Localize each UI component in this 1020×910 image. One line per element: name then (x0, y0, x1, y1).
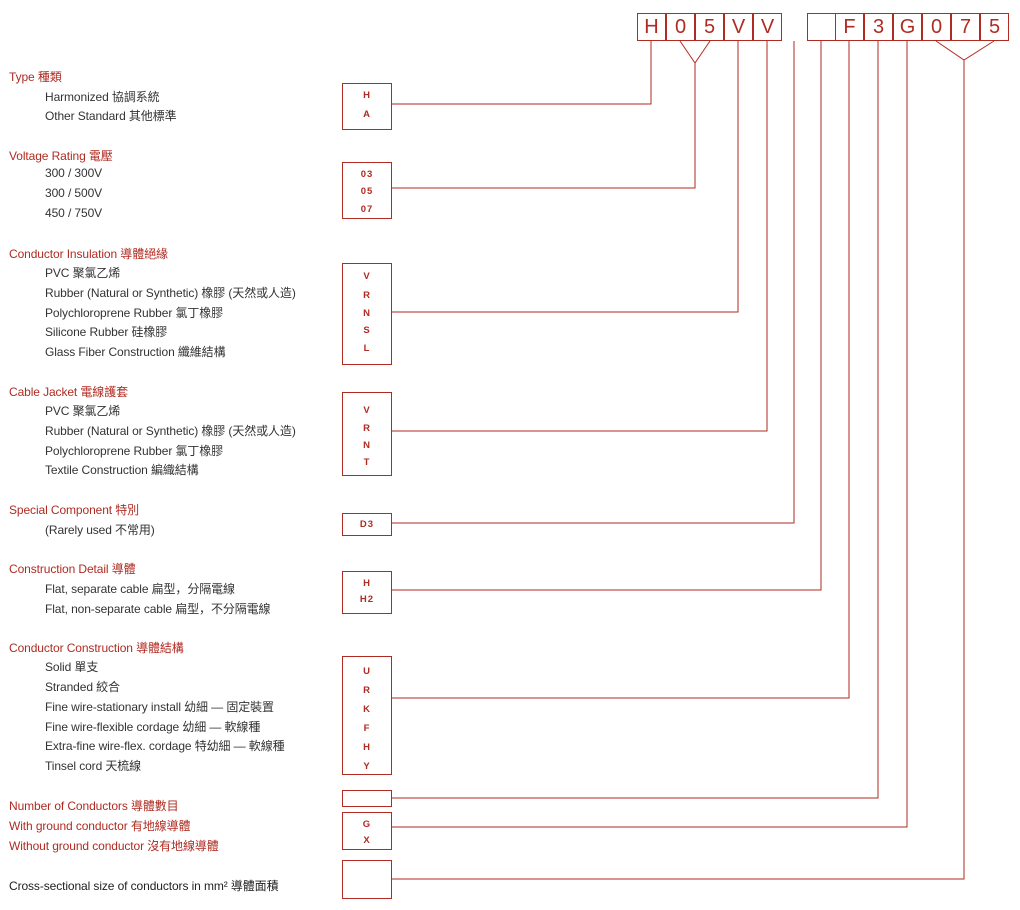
code-char: 5 (980, 13, 1009, 41)
code-box-jacket: V R N T (342, 392, 392, 476)
code-char: 3 (864, 13, 893, 41)
code-char: G (893, 13, 922, 41)
item-ground: With ground conductor 有地線導體 (9, 819, 191, 833)
code-value: G (362, 819, 372, 830)
code-char: 7 (951, 13, 980, 41)
code-value: H (363, 578, 371, 589)
item-insulation: Silicone Rubber 硅橡膠 (45, 325, 168, 339)
heading-voltage: Voltage Rating 電壓 (9, 149, 113, 163)
connector-cross-section (935, 40, 995, 61)
heading-insulation: Conductor Insulation 導體絕緣 (9, 247, 168, 261)
code-value: F (363, 723, 371, 734)
heading-conductor-construction: Conductor Construction 導體結構 (9, 641, 184, 655)
code-box-cross-section (342, 860, 392, 899)
code-value: A (363, 109, 371, 120)
item-ground: Without ground conductor 沒有地線導體 (9, 839, 219, 853)
connector-number-conductors (392, 41, 879, 799)
item-insulation: Rubber (Natural or Synthetic) 橡膠 (天然或人造) (45, 286, 296, 300)
connector-voltage-line (392, 63, 696, 189)
item-insulation: Glass Fiber Construction 纖維結構 (45, 345, 226, 359)
code-value: H (363, 90, 371, 101)
code-value: D3 (359, 519, 375, 530)
code-value: V (363, 405, 371, 416)
code-value: H (363, 742, 371, 753)
code-value: L (363, 343, 371, 354)
code-char: F (835, 13, 864, 41)
connector-conductor-construction (392, 41, 850, 699)
code-value: K (363, 704, 371, 715)
code-box-ground: G X (342, 812, 392, 850)
code-char: 0 (922, 13, 951, 41)
code-box-insulation: V R N S L (342, 263, 392, 365)
code-value: 05 (360, 186, 374, 197)
code-value: R (363, 290, 371, 301)
code-char: V (753, 13, 782, 41)
code-value: N (363, 308, 371, 319)
code-box-special: D3 (342, 513, 392, 536)
item-voltage: 300 / 500V (45, 186, 103, 200)
item-jacket: Polychloroprene Rubber 氯丁橡膠 (45, 444, 224, 458)
heading-number-conductors: Number of Conductors 導體數目 (9, 799, 179, 813)
code-box-construction-detail: H H2 (342, 571, 392, 614)
item-construction-detail: Flat, separate cable 扁型，分隔電線 (45, 582, 235, 596)
code-box-type: H A (342, 83, 392, 130)
item-jacket: Rubber (Natural or Synthetic) 橡膠 (天然或人造) (45, 424, 296, 438)
connector-special (392, 41, 795, 524)
item-conductor-construction: Extra-fine wire-flex. cordage 特幼細 — 軟線種 (45, 739, 285, 753)
code-value: 03 (360, 169, 374, 180)
code-value: R (363, 423, 371, 434)
connector-jacket (392, 41, 768, 432)
item-insulation: PVC 聚氯乙烯 (45, 266, 121, 280)
code-box-voltage: 03 05 07 (342, 162, 392, 219)
code-box-number-conductors (342, 790, 392, 807)
connector-construction-detail (392, 41, 822, 591)
code-value: H2 (359, 594, 375, 605)
item-special: (Rarely used 不常用) (45, 523, 155, 537)
code-value: V (363, 271, 371, 282)
code-value: U (363, 666, 371, 677)
item-conductor-construction: Fine wire-stationary install 幼細 — 固定裝置 (45, 700, 274, 714)
item-conductor-construction: Stranded 絞合 (45, 680, 120, 694)
code-char: 0 (666, 13, 695, 41)
item-conductor-construction: Fine wire-flexible cordage 幼細 — 軟線種 (45, 720, 261, 734)
heading-special: Special Component 特別 (9, 503, 140, 517)
code-value: 07 (360, 204, 374, 215)
item-voltage: 450 / 750V (45, 206, 103, 220)
code-value: S (363, 325, 371, 336)
code-box-conductor-construction: U R K F H Y (342, 656, 392, 775)
code-value: Y (363, 761, 371, 772)
connector-cross-section-line (392, 60, 965, 880)
item-type: Harmonized 協調系統 (45, 90, 160, 104)
heading-jacket: Cable Jacket 電線護套 (9, 385, 129, 399)
item-type: Other Standard 其他標準 (45, 109, 177, 123)
code-value: R (363, 685, 371, 696)
connector-type (392, 41, 652, 105)
code-char: H (637, 13, 666, 41)
item-conductor-construction: Solid 單支 (45, 660, 99, 674)
code-value: N (363, 440, 371, 451)
label-cross-section: Cross-sectional size of conductors in mm… (9, 879, 279, 893)
item-jacket: Textile Construction 編織結構 (45, 463, 199, 477)
item-voltage: 300 / 300V (45, 166, 103, 180)
item-jacket: PVC 聚氯乙烯 (45, 404, 121, 418)
code-char: 5 (695, 13, 724, 41)
code-value: X (363, 835, 371, 846)
connector-ground (392, 41, 908, 828)
item-construction-detail: Flat, non-separate cable 扁型，不分隔電線 (45, 602, 271, 616)
item-conductor-construction: Tinsel cord 天梳線 (45, 759, 142, 773)
heading-type: Type 種類 (9, 70, 62, 84)
code-value: T (363, 457, 371, 468)
connector-voltage (679, 40, 711, 64)
code-char: V (724, 13, 753, 41)
connector-insulation (392, 41, 739, 313)
heading-construction-detail: Construction Detail 導體 (9, 562, 136, 576)
item-insulation: Polychloroprene Rubber 氯丁橡膠 (45, 306, 224, 320)
